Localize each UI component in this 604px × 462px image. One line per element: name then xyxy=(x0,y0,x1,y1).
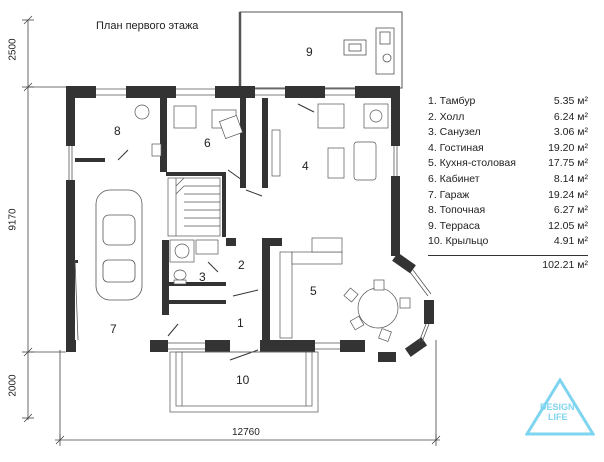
legend-room-area: 12.05 м² xyxy=(548,219,588,232)
triangle-logo-icon xyxy=(524,377,596,436)
legend-room-name: 4. Гостиная xyxy=(428,141,484,154)
legend-room-name: 8. Топочная xyxy=(428,204,486,217)
legend-row: 4. Гостиная 19.20 м² xyxy=(428,141,588,157)
bay-window-glass xyxy=(409,269,432,343)
room-number-living: 4 xyxy=(302,159,309,173)
legend-room-name: 10. Крыльцо xyxy=(428,235,489,248)
inner-walls xyxy=(75,98,282,340)
staircase xyxy=(167,177,221,237)
garage xyxy=(74,189,143,341)
dimension-left-bottom: 2000 xyxy=(7,374,19,397)
room-number-boiler: 8 xyxy=(114,124,121,138)
design-life-logo: DESIGN LIFE xyxy=(524,377,596,436)
legend-room-area: 19.20 м² xyxy=(548,141,588,154)
legend-room-name: 9. Терраса xyxy=(428,219,480,232)
logo-line-1: DESIGN xyxy=(540,402,575,412)
legend-row: 1. Тамбур 5.35 м² xyxy=(428,94,588,110)
legend-row: 3. Санузел 3.06 м² xyxy=(428,125,588,141)
porch xyxy=(169,351,319,413)
legend-row: 10. Крыльцо 4.91 м² xyxy=(428,234,588,250)
legend-total-area: 102.21 м² xyxy=(542,258,588,271)
dimension-left-middle: 9170 xyxy=(7,208,19,231)
office-furniture xyxy=(134,104,243,157)
logo-line-2: LIFE xyxy=(548,412,568,422)
legend-row: 5. Кухня-столовая 17.75 м² xyxy=(428,156,588,172)
legend-room-area: 17.75 м² xyxy=(548,157,588,170)
room-number-porch: 10 xyxy=(236,373,250,387)
room-legend: 1. Тамбур 5.35 м² 2. Холл 6.24 м² 3. Санузел… xyxy=(428,94,588,271)
legend-row: 6. Кабинет 8.14 м² xyxy=(428,172,588,188)
outer-walls xyxy=(66,86,434,362)
legend-row: 7. Гараж 19.24 м² xyxy=(428,188,588,204)
legend-room-area: 6.24 м² xyxy=(553,110,588,123)
legend-room-area: 8.14 м² xyxy=(553,172,588,185)
legend-room-area: 3.06 м² xyxy=(553,126,588,139)
legend-room-area: 6.27 м² xyxy=(553,204,588,217)
room-number-garage: 7 xyxy=(110,322,117,336)
kitchen-furniture xyxy=(279,237,411,342)
dimension-width: 12760 xyxy=(232,427,260,438)
room-number-vestibule: 1 xyxy=(237,316,244,330)
plan-title: План первого этажа xyxy=(96,20,199,32)
legend-room-name: 7. Гараж xyxy=(428,188,470,201)
legend-row: 9. Терраса 12.05 м² xyxy=(428,219,588,235)
legend-row: 8. Топочная 6.27 м² xyxy=(428,203,588,219)
living-furniture xyxy=(271,103,389,181)
windows xyxy=(68,88,398,350)
room-number-hall: 2 xyxy=(238,258,245,272)
legend-room-area: 4.91 м² xyxy=(553,235,588,248)
bathroom-fixtures xyxy=(169,239,219,285)
room-number-terrace: 9 xyxy=(306,45,313,59)
dimension-lines xyxy=(22,15,441,446)
legend-room-area: 5.35 м² xyxy=(553,95,588,107)
dimension-left-top: 2500 xyxy=(7,38,19,61)
legend-room-name: 6. Кабинет xyxy=(428,172,480,185)
legend-room-name: 3. Санузел xyxy=(428,126,481,139)
legend-room-name: 2. Холл xyxy=(428,110,465,123)
room-number-office: 6 xyxy=(204,136,211,150)
legend-total: 102.21 м² xyxy=(428,254,588,271)
legend-row: 2. Холл 6.24 м² xyxy=(428,110,588,126)
room-number-kitchen: 5 xyxy=(310,284,317,298)
legend-room-name: 5. Кухня-столовая xyxy=(428,157,516,170)
legend-room-area: 19.24 м² xyxy=(548,188,588,201)
terrace-furniture xyxy=(343,27,395,75)
legend-room-name: 1. Тамбур xyxy=(428,95,476,107)
room-number-bathroom: 3 xyxy=(199,270,206,284)
